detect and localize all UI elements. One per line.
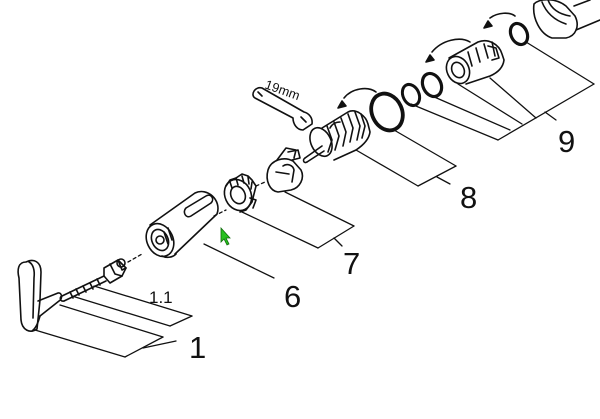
wrench-19mm [252,86,313,131]
rotation-arrows [337,12,516,109]
part-7-clip [266,147,304,193]
part-1-1-spindle [59,258,127,302]
part-1-handle [17,259,63,332]
part-9-head [445,39,505,85]
callout-part-8: 8 [460,180,477,215]
part-8-cartridge [302,110,371,164]
leader-lines [34,41,595,358]
callout-part-1-1: 1.1 [149,288,173,307]
part-9-top-parts [532,0,600,39]
part-9-o-rings [400,71,444,108]
part-7-stop-ring [223,173,257,213]
callout-part-1: 1 [189,330,206,365]
callout-part-7: 7 [343,246,360,281]
callout-part-9: 9 [558,124,575,159]
part-9-seal-ring [508,21,530,47]
callout-part-6: 6 [284,279,301,314]
mouse-cursor-icon [220,226,231,246]
part-8-gasket [369,91,405,133]
part-6-sleeve [145,190,219,259]
